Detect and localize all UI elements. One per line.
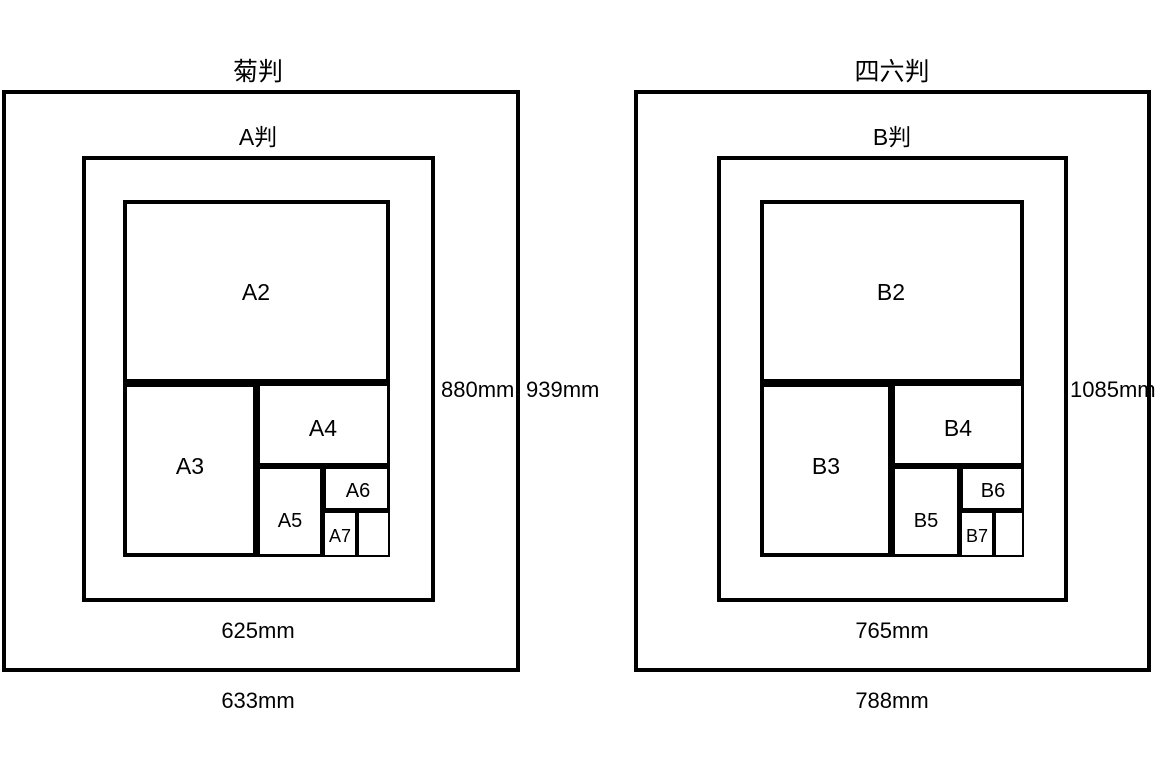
kiku-inner-width-label: 625mm	[221, 618, 295, 643]
box-b4	[892, 383, 1024, 466]
box-a4-label: A4	[308, 415, 338, 441]
box-a3-label: A3	[175, 453, 205, 479]
box-a7	[323, 511, 357, 557]
box-b5	[892, 466, 960, 557]
box-b7	[960, 511, 994, 557]
kiku-outer-box	[2, 90, 520, 672]
kiku-inner-title: A判	[238, 124, 278, 150]
box-a4	[257, 383, 390, 466]
box-b4-label: B4	[943, 415, 973, 441]
box-a2-label: A2	[241, 279, 271, 305]
box-a6-label: A6	[345, 480, 371, 502]
box-b3	[760, 383, 892, 557]
shiroku-outer-title: 四六判	[854, 58, 930, 86]
box-b8-unlabeled	[994, 511, 1024, 557]
shiroku-b-series-box	[717, 156, 1068, 602]
kiku-outer-height-label: 939mm	[526, 377, 600, 402]
box-b2	[760, 200, 1024, 383]
kiku-outer-width-label: 633mm	[221, 688, 295, 713]
kiku-inner-height-label: 880mm	[441, 377, 515, 402]
shiroku-outer-width-label: 788mm	[855, 688, 929, 713]
kiku-a-series-box	[82, 156, 435, 602]
box-a6	[323, 466, 390, 511]
box-b5-label: B5	[913, 510, 939, 532]
box-b6-label: B6	[980, 480, 1006, 502]
box-a5	[257, 466, 323, 557]
box-a3	[123, 383, 257, 557]
box-a5-label: A5	[277, 510, 303, 532]
box-a7-label: A7	[328, 526, 352, 546]
box-a2	[123, 200, 390, 383]
box-b2-label: B2	[876, 279, 906, 305]
shiroku-inner-title: B判	[872, 124, 912, 150]
kiku-outer-title: 菊判	[232, 58, 284, 86]
box-b3-label: B3	[811, 453, 841, 479]
box-a8-unlabeled	[357, 511, 390, 557]
shiroku-inner-width-label: 765mm	[855, 618, 929, 643]
box-b7-label: B7	[965, 526, 989, 546]
shiroku-outer-box	[634, 90, 1151, 672]
box-b6	[960, 466, 1024, 511]
shiroku-inner-height-label: 1085mm	[1070, 377, 1155, 402]
